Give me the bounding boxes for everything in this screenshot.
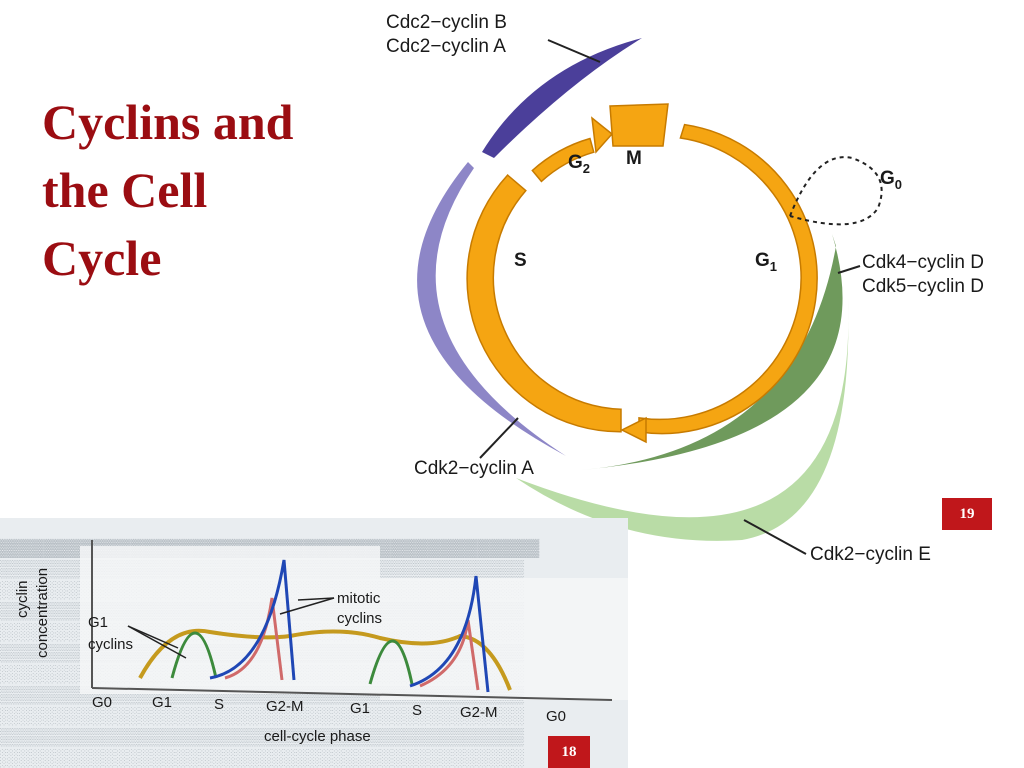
tick-g2m-first: G2-M: [266, 698, 304, 715]
g1-cyclins-label-1: G1: [88, 614, 109, 631]
tick-s-first: S: [214, 696, 225, 713]
cdk2-cyclin-a-crescent: [417, 162, 566, 456]
cdc2-leader-line: [547, 39, 601, 63]
phase-g2: G2: [568, 152, 591, 176]
tick-g1-second: G1: [350, 700, 371, 717]
mitotic-cyclins-label-2: cyclins: [337, 610, 383, 627]
mitotic-cyclin-red-1: [224, 597, 284, 681]
g1-leader-b: [127, 625, 187, 659]
g1-leader-a: [127, 625, 179, 649]
graph-y-label-1: cyclin: [14, 580, 31, 618]
tick-g1-first: G1: [152, 694, 173, 711]
mitotic-leader-b: [297, 597, 335, 601]
graph-y-label-2: concentration: [34, 567, 51, 658]
cdk4-leader-line: [837, 265, 861, 274]
mitotic-leader-a: [279, 597, 335, 615]
label-cdk2-cyclin-a: Cdk2−cyclin A: [414, 458, 534, 479]
page-number-badge-19: 19: [942, 498, 992, 530]
label-cdk4-cyclin-d: Cdk4−cyclin D: [862, 252, 984, 273]
graph-x-label: cell-cycle phase: [264, 728, 371, 745]
tick-g0-end: G0: [546, 708, 567, 725]
cdk2-a-leader-line: [479, 417, 519, 459]
tick-g0-start: G0: [92, 694, 113, 711]
label-cdc2-cyclin-b: Cdc2−cyclin B: [386, 12, 507, 33]
cyclin-graph: [80, 540, 628, 701]
mitotic-cyclins-label-1: mitotic: [337, 590, 381, 607]
cdk4-cyclin-d-crescent: [582, 234, 843, 470]
phase-g1: G1: [755, 250, 778, 274]
phase-s: S: [514, 250, 527, 271]
mitotic-cyclin-blue-2: [409, 575, 490, 693]
cdc2-cyclin-crescent: [482, 38, 642, 158]
tick-g2m-second: G2-M: [460, 704, 498, 721]
label-cdk2-cyclin-e: Cdk2−cyclin E: [810, 544, 931, 565]
page-number-badge-18: 18: [548, 736, 590, 768]
title-line-1: Cyclins and: [42, 94, 294, 150]
g1-cyclin-peak-1: [170, 631, 218, 679]
g1-cyclins-label-2: cyclins: [88, 636, 134, 653]
tick-s-second: S: [412, 702, 423, 719]
g1-cyclin-peak-2: [368, 639, 414, 685]
cell-cycle-ring: [466, 103, 818, 444]
phase-m: M: [626, 148, 642, 169]
graph-panel-right: [380, 578, 628, 700]
title-line-3: Cycle: [42, 230, 162, 286]
phase-g0: G0: [880, 168, 903, 192]
slide-title: Cyclins and the Cell Cycle: [42, 88, 372, 292]
cyclin-graph-inset: ▓▓▓▓▓▓▓▓▓▓▓▓▓▓▓▓▓▓▓▓▓▓▓▓▓▓▓▓▓▓▓▓▓▓▓▓▓▓▓▓…: [0, 518, 628, 768]
label-cdk5-cyclin-d: Cdk5−cyclin D: [862, 276, 984, 297]
baseline-cyclin-curve: [138, 628, 512, 691]
label-cdc2-cyclin-a: Cdc2−cyclin A: [386, 36, 506, 57]
title-line-2: the Cell: [42, 162, 208, 218]
mitotic-cyclin-blue-1: [209, 559, 296, 681]
graph-x-axis: [91, 687, 613, 701]
cdk2-e-leader-line: [743, 519, 807, 555]
